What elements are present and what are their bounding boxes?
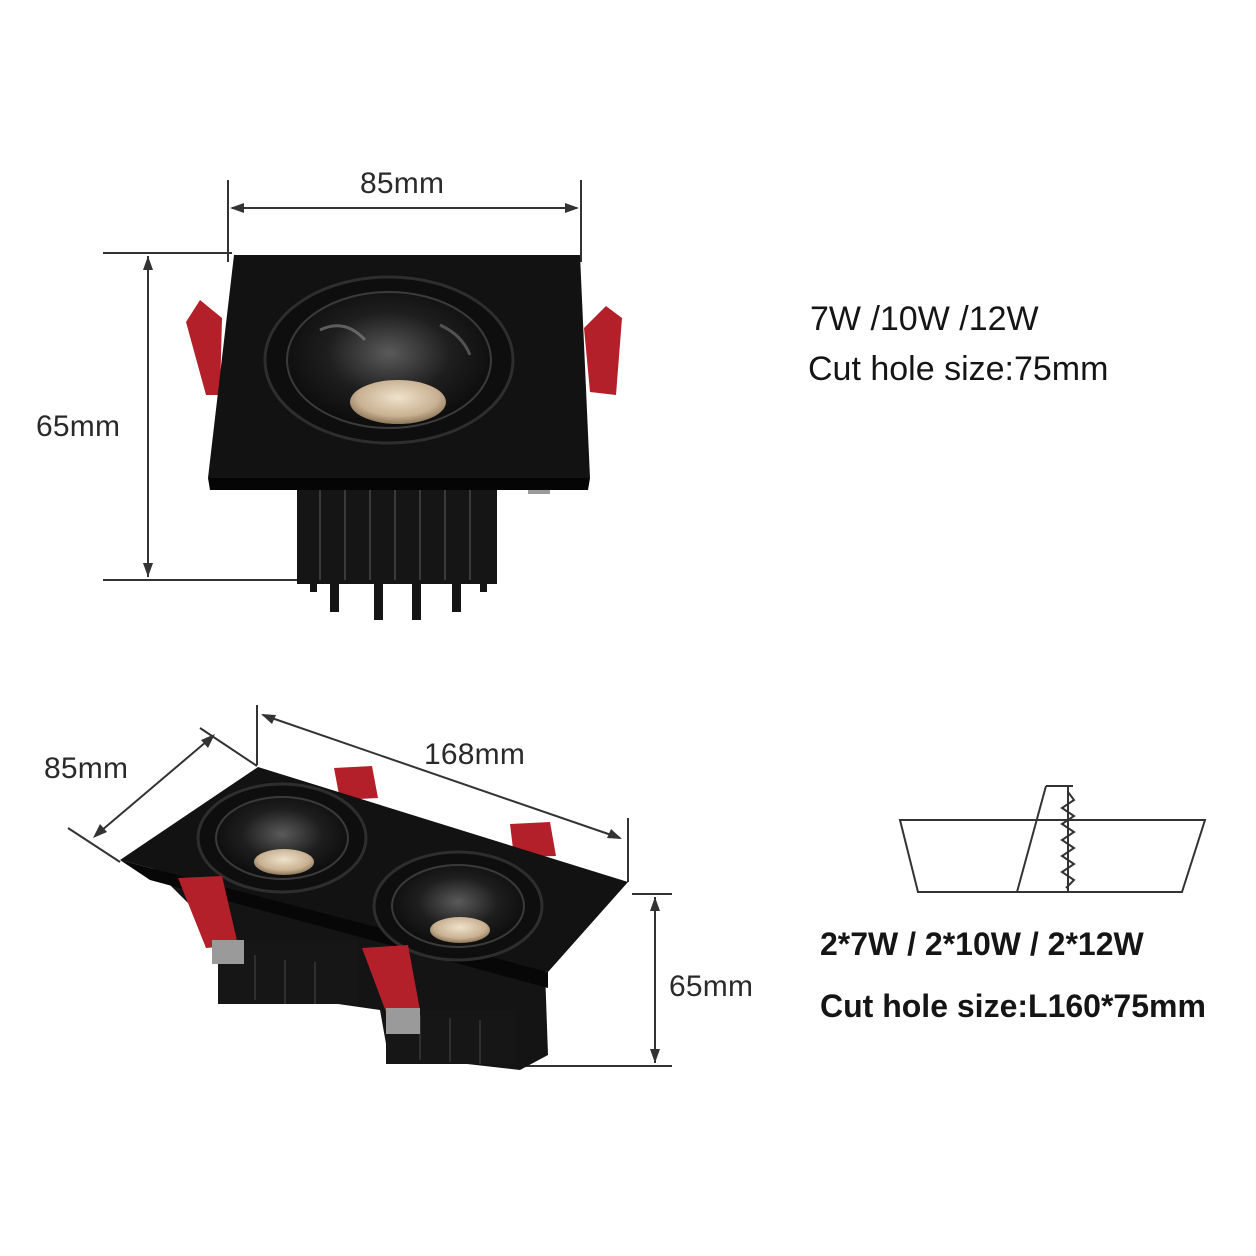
single-cut-hole-text: Cut hole size:75mm bbox=[808, 350, 1109, 388]
spring-clip-right bbox=[584, 306, 622, 395]
single-downlight bbox=[103, 180, 622, 620]
double-depth-label: 85mm bbox=[44, 752, 129, 785]
double-height-label: 65mm bbox=[669, 970, 754, 1003]
led-lens bbox=[350, 380, 446, 424]
heatsink bbox=[297, 484, 497, 620]
single-width-label: 85mm bbox=[360, 167, 445, 200]
double-length-label: 168mm bbox=[424, 738, 526, 771]
double-downlight bbox=[67, 705, 672, 1070]
double-power-text: 2*7W / 2*10W / 2*12W bbox=[820, 926, 1144, 962]
single-power-text: 7W /10W /12W bbox=[810, 300, 1039, 338]
cut-hole-sketch bbox=[898, 785, 1207, 893]
double-cut-hole-text: Cut hole size:L160*75mm bbox=[820, 988, 1206, 1024]
spring-clip-left bbox=[186, 300, 222, 395]
single-height-label: 65mm bbox=[36, 410, 121, 443]
